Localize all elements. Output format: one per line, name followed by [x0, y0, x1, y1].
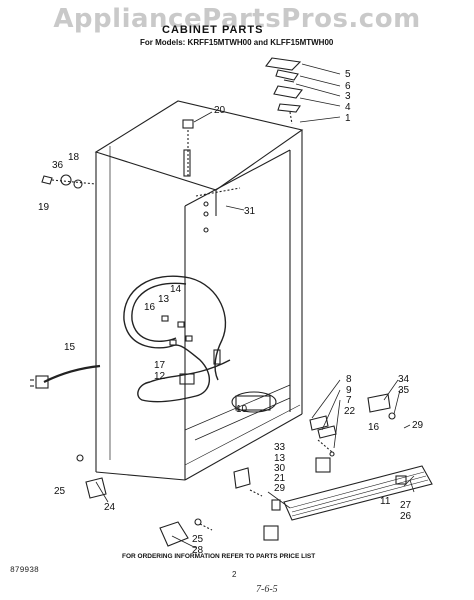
- callout-25a: 25: [54, 486, 66, 497]
- callout-11: 11: [380, 496, 391, 507]
- ordering-note: FOR ORDERING INFORMATION REFER TO PARTS …: [122, 553, 316, 560]
- callout-28: 28: [192, 545, 204, 556]
- callout-20: 20: [214, 105, 226, 116]
- leader-lines: [95, 63, 415, 549]
- tubing-harness: [123, 275, 231, 403]
- callout-30: 30: [274, 463, 286, 474]
- harness-clips: [161, 315, 221, 385]
- callout-12: 12: [154, 371, 166, 382]
- top-cap-part: [182, 119, 194, 177]
- bracket-screws: [195, 187, 241, 233]
- callout-24: 24: [104, 502, 116, 513]
- callout-14: 14: [170, 284, 182, 295]
- roller-parts: [76, 454, 213, 547]
- callout-3: 3: [345, 91, 351, 102]
- power-cord: [30, 364, 101, 389]
- grille-clips: [233, 457, 331, 497]
- cabinet-shell: [94, 100, 304, 481]
- document-id: 879938: [10, 566, 39, 575]
- left-hinge-parts: [41, 174, 97, 189]
- callout-9: 9: [346, 385, 352, 396]
- callout-33: 33: [274, 442, 286, 453]
- callout-27: 27: [400, 500, 412, 511]
- callout-17: 17: [154, 360, 166, 371]
- callout-7: 7: [346, 395, 352, 406]
- callout-29a: 29: [412, 420, 424, 431]
- callout-16: 16: [144, 302, 156, 313]
- callout-6: 6: [345, 81, 351, 92]
- callout-36: 36: [52, 160, 64, 171]
- model-numbers: For Models: KRFF15MTWH00 and KLFF15MTWH0…: [140, 38, 334, 47]
- callout-10: 10: [236, 404, 248, 415]
- callout-19: 19: [38, 202, 50, 213]
- callout-34: 34: [398, 374, 410, 385]
- callout-8: 8: [346, 374, 352, 385]
- callout-22: 22: [344, 406, 356, 417]
- callout-26: 26: [400, 511, 412, 522]
- page-number: 2: [232, 570, 237, 579]
- site-watermark: AppliancePartsPros.com: [53, 4, 421, 34]
- callout-13b: 13: [274, 453, 286, 464]
- callout-15: 15: [64, 342, 76, 353]
- right-bracket-parts: [309, 415, 337, 457]
- handwritten-date: 7-6-5: [256, 584, 278, 595]
- compressor-cover: [231, 391, 277, 413]
- callout-4: 4: [345, 102, 351, 113]
- callout-labels: 5 6 3 4 1 20 36 18 19 31 14 13 16 15 17 …: [38, 69, 424, 556]
- diagram-title: CABINET PARTS: [162, 24, 264, 36]
- callout-13a: 13: [158, 294, 170, 305]
- callout-5: 5: [345, 69, 351, 80]
- kick-plate-clip: [263, 525, 279, 541]
- callout-21: 21: [274, 473, 286, 484]
- top-hinge-parts: [265, 57, 303, 125]
- callout-16b: 16: [368, 422, 380, 433]
- callout-31: 31: [244, 206, 256, 217]
- callout-29b: 29: [274, 483, 286, 494]
- leveler-parts: [367, 393, 396, 420]
- callout-1: 1: [345, 113, 351, 124]
- toe-grille: [271, 465, 433, 521]
- callout-25b: 25: [192, 534, 204, 545]
- callout-18: 18: [68, 152, 80, 163]
- callout-35: 35: [398, 385, 410, 396]
